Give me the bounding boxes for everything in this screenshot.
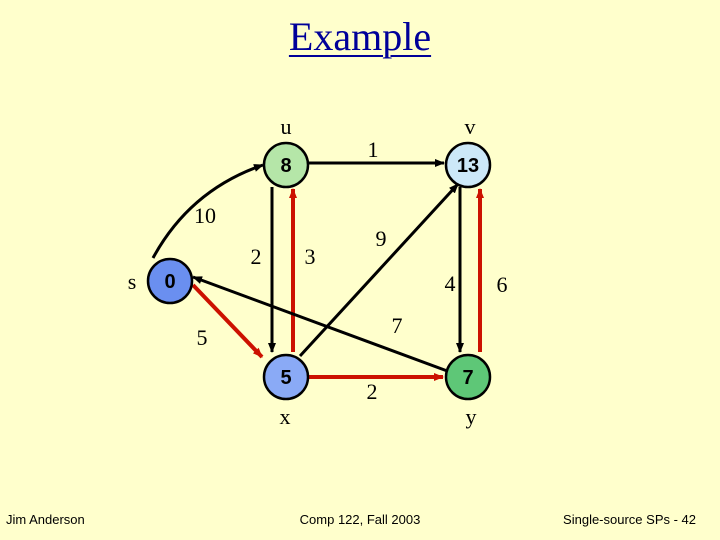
footer-slide-number: Single-source SPs - 42 [563, 512, 696, 527]
footer-author: Jim Anderson [6, 512, 85, 527]
weight-y-s: 7 [392, 313, 403, 338]
node-y-value: 7 [462, 367, 473, 389]
node-u: 8 [262, 141, 310, 189]
weight-s-x: 5 [197, 325, 208, 350]
node-x-value: 5 [280, 367, 291, 389]
node-x: 5 [262, 353, 310, 401]
node-v-value: 13 [457, 155, 479, 177]
weight-x-v: 9 [376, 226, 387, 251]
node-y-label: y [466, 404, 477, 429]
slide-title: Example [288, 14, 432, 59]
weight-x-u: 3 [305, 244, 316, 269]
node-u-value: 8 [280, 155, 291, 177]
node-x-label: x [280, 404, 291, 429]
node-v: 13 [444, 141, 492, 189]
weight-s-u: 10 [194, 203, 216, 228]
weight-v-y: 4 [445, 271, 456, 296]
weight-u-v: 1 [368, 137, 379, 162]
node-y: 7 [444, 353, 492, 401]
footer-course: Comp 122, Fall 2003 [299, 512, 421, 527]
node-u-label: u [281, 114, 292, 139]
node-s-value: 0 [164, 271, 175, 293]
node-v-label: v [465, 114, 476, 139]
edge-y-s [192, 275, 451, 374]
node-s-label: s [128, 269, 137, 294]
weight-y-v: 6 [497, 272, 508, 297]
node-s: 0 [146, 257, 194, 305]
edge-s-u [151, 163, 264, 259]
weight-u-x: 2 [251, 244, 262, 269]
edge-x-v [298, 182, 460, 358]
weight-x-y: 2 [367, 379, 378, 404]
edge-s-x [191, 283, 264, 359]
